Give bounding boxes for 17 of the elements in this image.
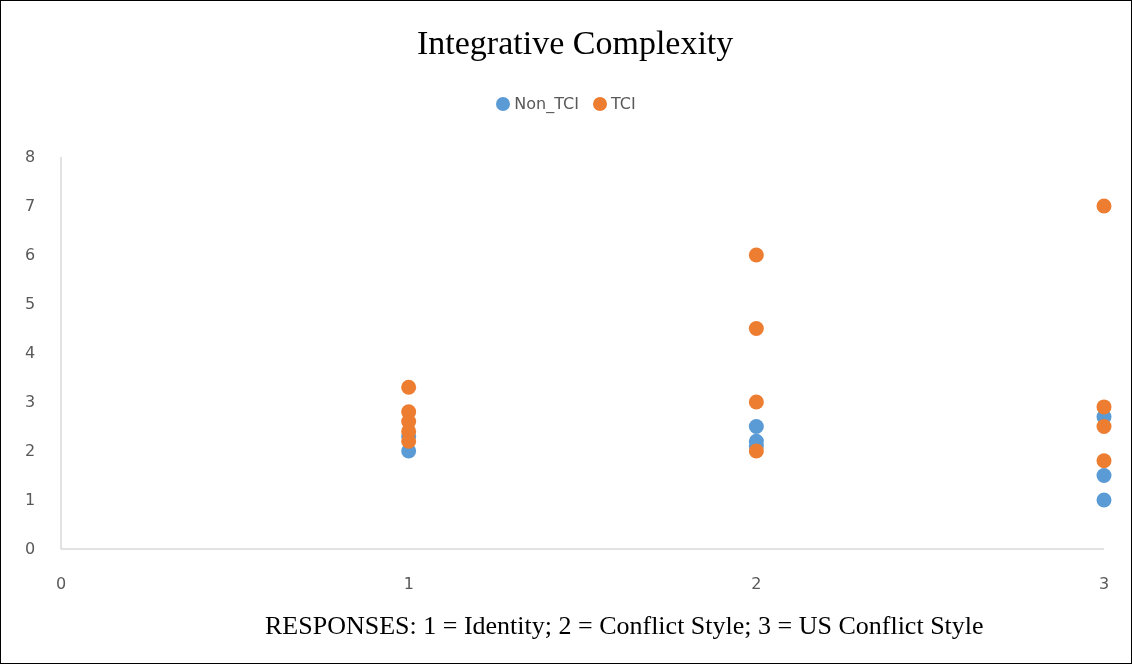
legend-label: TCI	[610, 94, 636, 113]
tick-label: 5	[25, 294, 36, 313]
tick-label: 7	[25, 196, 36, 215]
tick-label: 1	[25, 490, 36, 509]
tick-label: 0	[56, 574, 67, 593]
tick-label: 0	[25, 539, 36, 558]
tick-label: 6	[25, 245, 36, 264]
legend-label: Non_TCI	[514, 94, 579, 113]
tick-label: 2	[25, 441, 36, 460]
tick-label: 3	[25, 392, 36, 411]
tick-label: 4	[25, 343, 36, 362]
chart-title: Integrative Complexity	[417, 24, 734, 62]
tick-label: 2	[751, 574, 762, 593]
tick-label: 3	[1099, 574, 1110, 593]
tick-label: 1	[403, 574, 414, 593]
axis-title: RESPONSES: 1 = Identity; 2 = Conflict Style; 3 = US Conflict Style	[265, 611, 984, 641]
tick-label: 8	[25, 147, 36, 166]
